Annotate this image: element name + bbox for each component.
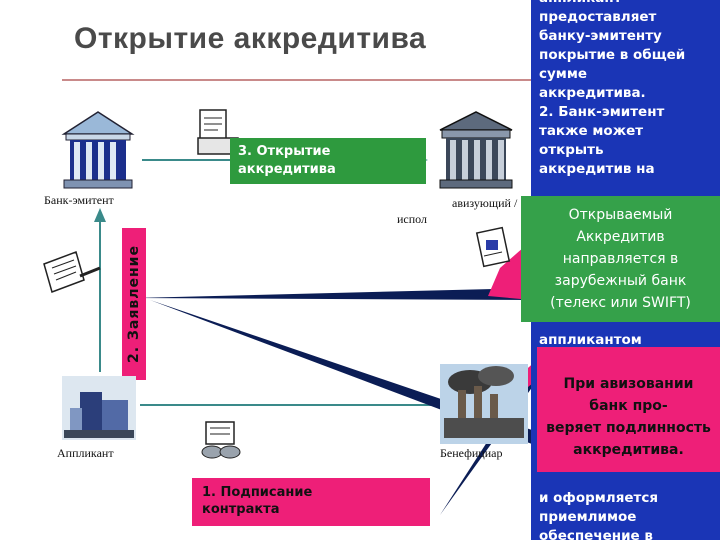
blue-line: также может (539, 123, 644, 139)
arrow-head-up (94, 208, 106, 222)
issuing-bank-label: Банк-эмитент (44, 193, 114, 207)
credit-letter-icon (475, 226, 511, 268)
step-3-line-2: аккредитива (238, 162, 336, 177)
blue-line: и оформляется (539, 490, 659, 506)
step-1-box: 1. Подписание контракта (192, 478, 430, 526)
handshake-contract-icon (201, 421, 241, 459)
blue-line: обеспечение в (539, 528, 653, 540)
blue-line: аккредитив на (539, 161, 655, 177)
step-2-box: 2. Заявление (122, 228, 146, 380)
bank-building-icon (61, 111, 135, 189)
blue-line: сумме (539, 66, 588, 82)
blue-line: аккредитива. (539, 85, 646, 101)
beneficiary-factory-icon (440, 364, 528, 444)
document-fax-icon (197, 109, 239, 155)
pink-line: При авизовании (563, 376, 694, 392)
green-line: Аккредитив (576, 229, 665, 245)
pink-line: веряет подлинность (546, 420, 711, 436)
pink-line: банк про- (589, 398, 668, 414)
green-line: зарубежный банк (554, 273, 687, 289)
advising-bank-label-line-1: авизующий / (452, 196, 518, 210)
telex-swift-note: Открываемый Аккредитив направляется в за… (521, 196, 720, 322)
blue-line: открыть (539, 142, 604, 158)
advising-bank-label-line-2: испол (397, 212, 427, 226)
slide-title: Открытие аккредитива (74, 22, 427, 55)
step-1-line-2: контракта (202, 502, 280, 517)
application-document-icon (43, 251, 101, 293)
step-3-line-1: 3. Открытие (238, 144, 331, 159)
title-divider (62, 79, 532, 81)
green-line: (телекс или SWIFT) (550, 295, 691, 311)
blue-line: аппликант (539, 0, 712, 8)
step-1-line-1: 1. Подписание (202, 485, 313, 500)
navy-wedge-middle (150, 300, 532, 444)
beneficiary-label: Бенефициар (440, 446, 503, 460)
blue-line: приемлимое (539, 509, 637, 525)
pink-line: аккредитива. (573, 442, 684, 458)
advising-bank-building-icon (439, 111, 513, 189)
blue-mid-line: аппликантом (539, 332, 642, 348)
blue-line: 2. Банк-эмитент (539, 104, 665, 120)
step-2-label: 2. Заявление (126, 245, 142, 363)
navy-wedge-upper (134, 288, 532, 300)
blue-bottom-lines: и оформляется приемлимое обеспечение в (539, 489, 658, 540)
green-line: Открываемый (568, 207, 673, 223)
blue-line: банку-эмитенту (539, 28, 662, 44)
step-3-box: 3. Открытие аккредитива (230, 138, 426, 184)
applicant-building-icon (62, 376, 136, 440)
blue-line: покрытие в общей (539, 47, 686, 63)
applicant-label: Аппликант (57, 446, 114, 460)
blue-line: предоставляет (539, 9, 657, 25)
green-line: направляется в (562, 251, 679, 267)
advising-check-note: При авизовании банк про- веряет подлинно… (537, 347, 720, 472)
